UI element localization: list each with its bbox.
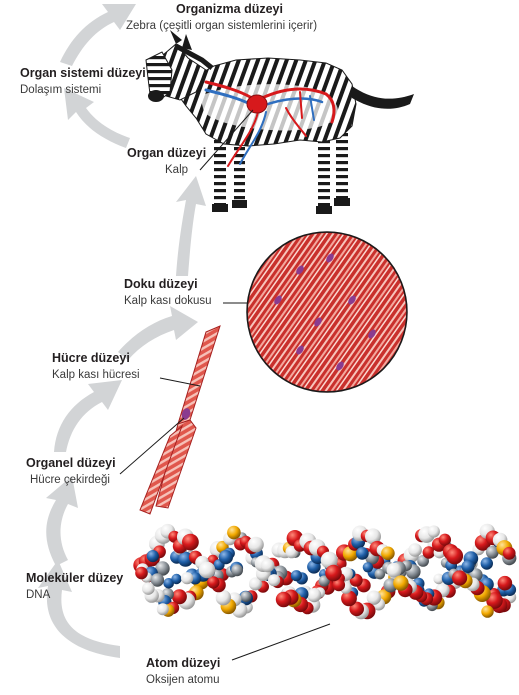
dna-atom [147, 550, 159, 562]
arrow-organsystem-to-organism [60, 4, 136, 66]
label-atom-subtitle: Oksijen atomu [146, 674, 220, 686]
dna-atom [231, 564, 243, 576]
dna-atom [216, 590, 231, 605]
label-molecule-subtitle: DNA [26, 589, 51, 601]
dna-atom [428, 525, 440, 537]
dna-atom [182, 534, 199, 551]
dna-atom [408, 543, 422, 557]
dna-atom [446, 547, 463, 564]
label-organ-system-subtitle: Dolaşım sistemi [20, 84, 101, 96]
dna-atom [462, 560, 475, 573]
dna-atom [276, 592, 292, 608]
dna-atom [503, 547, 516, 560]
dna-atom [393, 575, 408, 590]
label-organelle-title: Organel düzeyi [26, 456, 116, 470]
arrow-organelle-to-cell [54, 380, 122, 452]
zebra-illustration [146, 30, 414, 214]
label-atom: Atom düzeyi Oksijen atomu [146, 656, 220, 686]
label-cell-subtitle: Kalp kası hücresi [52, 369, 140, 381]
label-organism-title: Organizma düzeyi [176, 2, 283, 16]
label-organ: Organ düzeyi Kalp [127, 146, 206, 176]
dna-atom [157, 603, 169, 615]
dna-atom [481, 605, 493, 617]
dna-atom [307, 588, 321, 602]
dna-atom [227, 526, 241, 540]
dna-atom [171, 574, 181, 584]
arrow-cell-to-tissue [118, 306, 198, 360]
label-tissue-title: Doku düzeyi [124, 277, 198, 291]
dna-molecule-illustration [133, 524, 516, 620]
dna-atom [261, 559, 275, 573]
dna-atom [135, 567, 148, 580]
dna-atom [181, 572, 193, 584]
label-cell: Hücre düzeyi Kalp kası hücresi [52, 351, 140, 381]
dna-atom [367, 591, 381, 605]
dna-atom [356, 547, 369, 560]
label-cell-title: Hücre düzeyi [52, 351, 130, 365]
label-organelle-subtitle: Hücre çekirdeği [30, 474, 110, 486]
label-molecule-title: Moleküler düzey [26, 571, 123, 585]
label-atom-title: Atom düzeyi [146, 656, 220, 670]
arrow-molecule-to-organelle [46, 476, 78, 566]
dna-atom [241, 591, 252, 602]
label-tissue: Doku düzeyi Kalp kası dokusu [124, 277, 212, 307]
heart-muscle-tissue-illustration [240, 225, 415, 400]
dna-atom [481, 557, 493, 569]
dna-atom [268, 574, 280, 586]
label-organism: Organizma düzeyi Zebra (çeşitli organ si… [126, 2, 317, 32]
label-organ-system: Organ sistemi düzeyi Dolaşım sistemi [20, 66, 146, 96]
arrow-organ-to-organsystem [64, 88, 130, 148]
dna-atom [363, 562, 373, 572]
label-organ-system-title: Organ sistemi düzeyi [20, 66, 146, 80]
dna-atom [325, 565, 342, 582]
label-organism-subtitle: Zebra (çeşitli organ sistemlerini içerir… [126, 20, 317, 32]
label-organ-title: Organ düzeyi [127, 146, 206, 160]
dna-atom [498, 576, 513, 591]
dna-atom [142, 582, 155, 595]
dna-atom [207, 576, 219, 588]
dna-atom [199, 562, 216, 579]
dna-atom [219, 550, 233, 564]
label-organ-subtitle: Kalp [165, 164, 188, 176]
dna-atom [387, 563, 402, 578]
arrow-tissue-to-organ [176, 176, 206, 276]
dna-atom [439, 534, 451, 546]
heart-muscle-cell-illustration [140, 326, 220, 514]
dna-atom [248, 537, 264, 553]
dna-atom [291, 570, 302, 581]
heart-organ [247, 95, 267, 113]
label-tissue-subtitle: Kalp kası dokusu [124, 295, 212, 307]
dna-atom [452, 570, 467, 585]
label-organelle: Organel düzeyi Hücre çekirdeği [26, 456, 116, 486]
dna-atom [381, 547, 395, 561]
